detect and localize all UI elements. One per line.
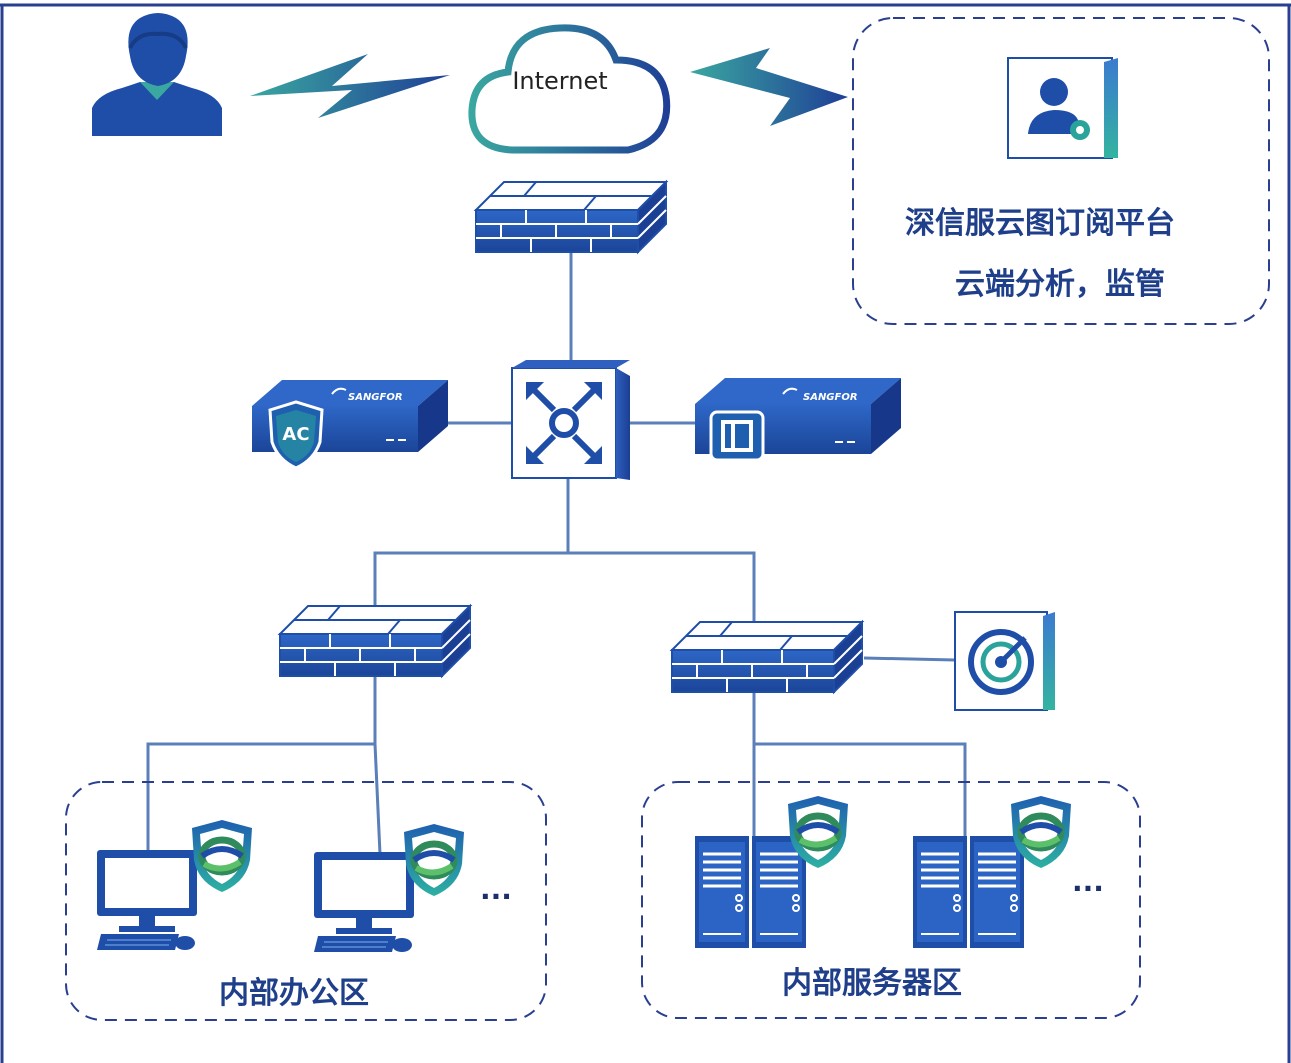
radar-scanner-icon bbox=[954, 611, 1055, 711]
cloud-platform-panel: 深信服云图订阅平台 云端分析，监管 bbox=[852, 17, 1270, 325]
cloud-icon: Internet bbox=[468, 24, 671, 154]
link-office bbox=[146, 674, 377, 854]
links bbox=[146, 252, 967, 855]
server-more: ··· bbox=[1072, 872, 1104, 905]
firewall-icon-office bbox=[279, 605, 471, 677]
storage-device-icon: SANGFOR bbox=[695, 378, 901, 462]
cloud-label: Internet bbox=[512, 67, 607, 95]
ac-device-icon: SANGFOR AC bbox=[252, 380, 448, 470]
firewall-icon-top bbox=[475, 181, 667, 253]
outer-frame bbox=[0, 3, 1291, 1063]
office-zone-label: 内部办公区 bbox=[219, 976, 369, 1011]
endpoint-shield-icon-pc1 bbox=[192, 820, 252, 892]
office-zone: ··· 内部办公区 bbox=[65, 781, 547, 1021]
link-office-pc2 bbox=[373, 743, 382, 855]
lightning-icon-right bbox=[690, 48, 848, 126]
link-server bbox=[752, 690, 967, 840]
user-icon bbox=[92, 8, 222, 136]
platform-subtitle: 云端分析，监管 bbox=[955, 267, 1165, 302]
server-icon-2a bbox=[911, 834, 969, 950]
desktop-pc-icon-1 bbox=[96, 849, 198, 951]
server-zone: ··· 内部服务器区 bbox=[641, 781, 1141, 1019]
lightning-icon-left bbox=[250, 54, 450, 118]
storage-brand: SANGFOR bbox=[803, 392, 858, 403]
platform-title: 深信服云图订阅平台 bbox=[905, 206, 1175, 241]
server-zone-label: 内部服务器区 bbox=[782, 966, 962, 1001]
desktop-pc-icon-2 bbox=[313, 851, 415, 953]
server-icon-1a bbox=[693, 834, 751, 950]
ac-badge: AC bbox=[282, 424, 309, 445]
core-switch-icon bbox=[511, 360, 630, 480]
firewall-icon-server bbox=[671, 621, 863, 693]
link-fw-scanner bbox=[863, 656, 956, 662]
ac-brand: SANGFOR bbox=[348, 392, 403, 403]
platform-user-gear-icon bbox=[1007, 57, 1118, 159]
server-icon-2b bbox=[968, 834, 1026, 950]
link-branch bbox=[373, 551, 756, 640]
office-more: ··· bbox=[480, 880, 512, 913]
